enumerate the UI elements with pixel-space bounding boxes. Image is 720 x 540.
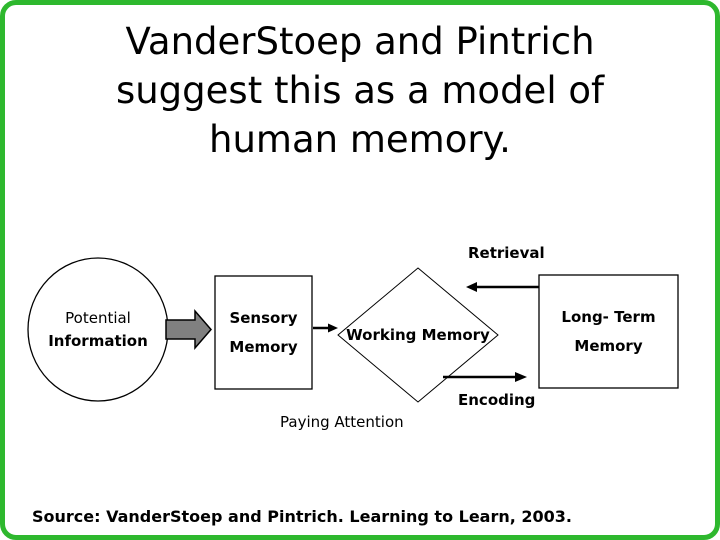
sensory-line: Sensory xyxy=(229,308,298,327)
working-memory-text: Working Memory xyxy=(338,268,498,402)
paying-attention-label: Paying Attention xyxy=(280,413,404,431)
memory-flow-diagram xyxy=(27,257,679,403)
potential-information-text: Potential Information xyxy=(28,259,168,400)
retrieval-label: Retrieval xyxy=(468,244,545,262)
sensory-memory-line: Memory xyxy=(229,337,298,356)
long-term-memory-text: Long- Term Memory xyxy=(539,275,678,388)
working-memory-line: Working Memory xyxy=(346,325,490,344)
retrieval-arrow xyxy=(466,282,539,292)
potential-line: Potential xyxy=(65,308,131,327)
block-arrow xyxy=(165,308,212,351)
source-citation: Source: VanderStoep and Pintrich. Learni… xyxy=(32,507,573,526)
sensory-memory-box xyxy=(214,275,313,390)
slide-title: VanderStoep and Pintrich suggest this as… xyxy=(115,20,605,161)
working-memory-diamond xyxy=(337,267,499,403)
encoding-label: Encoding xyxy=(458,391,536,409)
information-line: Information xyxy=(48,331,148,350)
long-term-memory-line: Memory xyxy=(574,336,643,355)
sensory-memory-text: Sensory Memory xyxy=(215,276,312,389)
long-term-line: Long- Term xyxy=(561,307,656,326)
sensory-to-working-arrow xyxy=(313,323,338,333)
encoding-arrow xyxy=(443,372,527,382)
long-term-memory-box xyxy=(538,274,679,389)
